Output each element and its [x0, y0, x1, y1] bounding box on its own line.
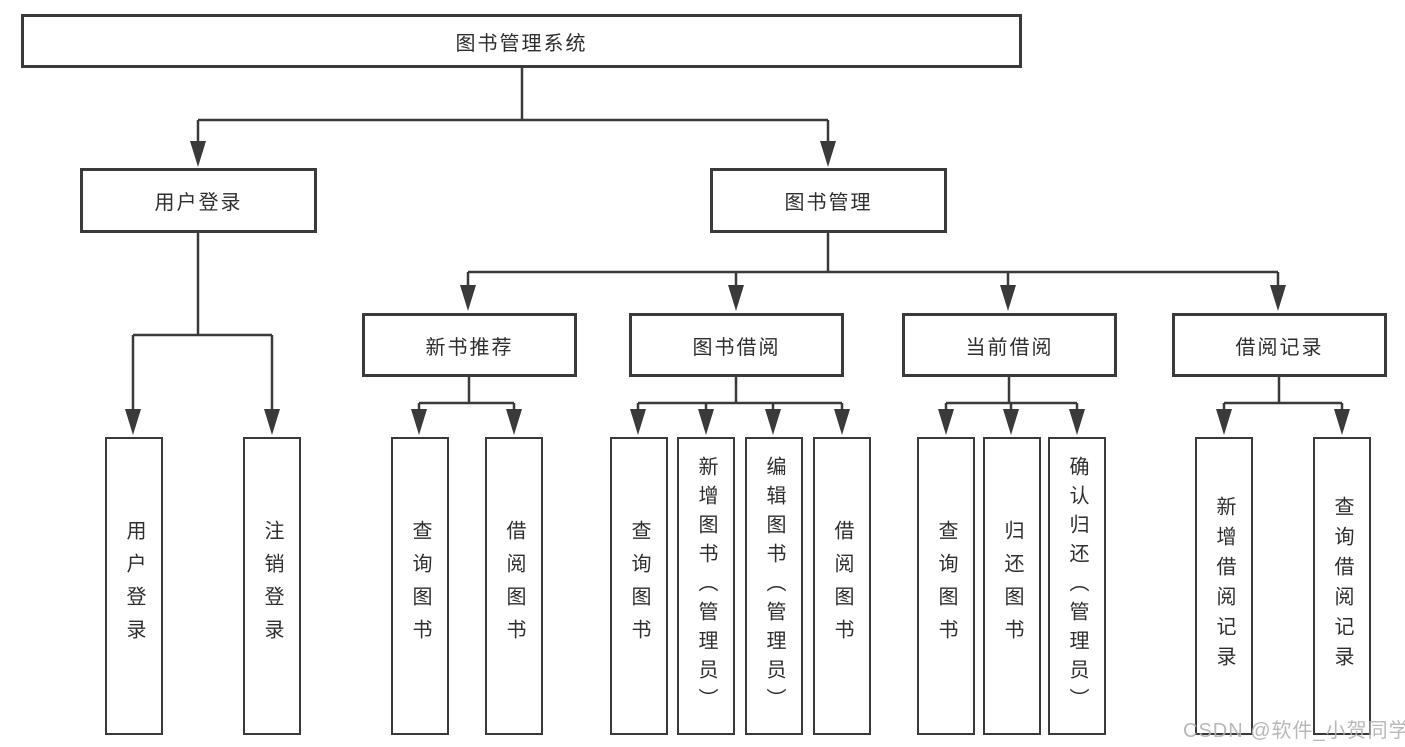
leaf-query-books-borrow: 查询图书 [610, 437, 668, 735]
leaf-edit-book-admin: 编辑图书（管理员） [745, 437, 803, 735]
arrowhead-icon [820, 141, 836, 167]
arrowhead-icon [630, 409, 646, 435]
node-label: 图书借阅 [692, 336, 781, 359]
arrowhead-icon [190, 141, 206, 167]
arrowhead-icon [264, 409, 280, 435]
leaf-query-books-current: 查询图书 [917, 437, 975, 735]
leaf-add-book-admin: 新增图书（管理员） [677, 437, 735, 735]
arrowhead-icon [1003, 409, 1019, 435]
arrowhead-icon [1216, 409, 1232, 435]
node-root-library-system: 图书管理系统 [21, 14, 1022, 68]
node-book-management: 图书管理 [710, 168, 947, 233]
leaf-label: 借阅图书 [831, 520, 853, 652]
arrowhead-icon [1270, 285, 1286, 311]
arrowhead-icon [506, 409, 522, 435]
leaf-borrow-books: 借阅图书 [813, 437, 871, 735]
arrowhead-icon [1069, 409, 1085, 435]
leaf-label: 用户登录 [123, 520, 145, 652]
leaf-label: 查询图书 [628, 520, 650, 652]
node-current-borrow: 当前借阅 [902, 313, 1117, 377]
node-label: 用户登录 [154, 192, 243, 214]
leaf-query-books-recommend: 查询图书 [391, 437, 449, 735]
leaf-label: 新增借阅记录 [1213, 496, 1235, 676]
leaf-label: 借阅图书 [503, 520, 525, 652]
arrowhead-icon [728, 285, 744, 311]
arrowhead-icon [1334, 409, 1350, 435]
connector-path [131, 68, 1344, 410]
node-label: 当前借阅 [965, 336, 1054, 359]
leaf-label: 确认归还（管理员） [1066, 455, 1088, 717]
node-label: 新书推荐 [425, 336, 514, 359]
leaf-label: 注销登录 [261, 520, 283, 652]
node-new-book-recommend: 新书推荐 [362, 313, 577, 377]
node-label: 图书管理系统 [455, 32, 588, 55]
leaf-label: 查询借阅记录 [1331, 496, 1353, 676]
arrowhead-icon [834, 409, 850, 435]
node-label: 图书管理 [784, 192, 873, 214]
leaf-confirm-return-admin: 确认归还（管理员） [1048, 437, 1106, 735]
leaf-label: 新增图书（管理员） [695, 455, 717, 717]
arrowhead-icon [698, 409, 714, 435]
leaf-label: 查询图书 [935, 520, 957, 652]
leaf-user-login: 用户登录 [105, 437, 163, 735]
arrowhead-icon [411, 409, 427, 435]
csdn-watermark: CSDN @软件_小贺同学 [1183, 720, 1405, 742]
leaf-query-borrow-record: 查询借阅记录 [1313, 437, 1371, 735]
arrowhead-icon [765, 409, 781, 435]
arrowhead-icon [1000, 285, 1016, 311]
leaf-borrow-books-recommend: 借阅图书 [485, 437, 543, 735]
arrowhead-icon [938, 409, 954, 435]
leaf-label: 归还图书 [1001, 520, 1023, 652]
leaf-add-borrow-record: 新增借阅记录 [1195, 437, 1253, 735]
node-label: 借阅记录 [1235, 336, 1324, 359]
node-user-login: 用户登录 [80, 168, 317, 233]
node-borrow-records: 借阅记录 [1172, 313, 1387, 377]
leaf-return-book: 归还图书 [983, 437, 1041, 735]
leaf-label: 编辑图书（管理员） [763, 455, 785, 717]
leaf-label: 查询图书 [409, 520, 431, 652]
arrowhead-icon [125, 409, 141, 435]
node-book-borrow: 图书借阅 [629, 313, 844, 377]
arrowhead-icon [460, 285, 476, 311]
leaf-logout: 注销登录 [243, 437, 301, 735]
